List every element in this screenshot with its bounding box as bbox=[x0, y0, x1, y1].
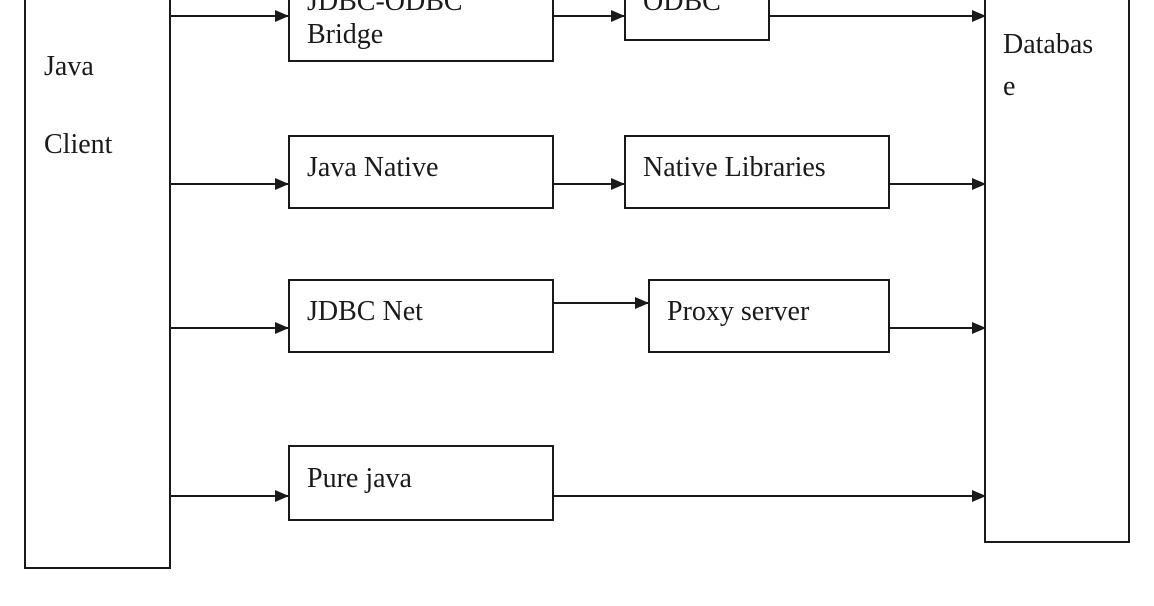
native-libraries-box: Native Libraries bbox=[624, 135, 890, 209]
proxy-server-label: Proxy server bbox=[667, 296, 810, 327]
java-client-label-line1: Java bbox=[44, 51, 94, 82]
odbc-box: ODBC bbox=[624, 0, 770, 41]
java-native-label: Java Native bbox=[307, 152, 439, 183]
database-label-line1: Databas bbox=[1003, 29, 1094, 60]
jdbc-odbc-bridge-label-line2: Bridge bbox=[307, 19, 384, 50]
jdbc-net-box: JDBC Net bbox=[288, 279, 554, 353]
jdbc-odbc-bridge-label-line1: JDBC-ODBC bbox=[307, 0, 463, 17]
database-box: Databas e bbox=[984, 0, 1130, 543]
odbc-label: ODBC bbox=[643, 0, 721, 17]
java-client-box: Java Client bbox=[24, 0, 171, 569]
java-client-label-line2: Client bbox=[44, 129, 113, 160]
proxy-server-box: Proxy server bbox=[648, 279, 890, 353]
pure-java-box: Pure java bbox=[288, 445, 554, 521]
database-label-line2: e bbox=[1003, 71, 1016, 102]
jdbc-odbc-bridge-box: JDBC-ODBC Bridge bbox=[288, 0, 554, 62]
jdbc-net-label: JDBC Net bbox=[307, 296, 423, 327]
pure-java-label: Pure java bbox=[307, 463, 412, 494]
java-native-box: Java Native bbox=[288, 135, 554, 209]
native-libraries-label: Native Libraries bbox=[643, 152, 826, 183]
